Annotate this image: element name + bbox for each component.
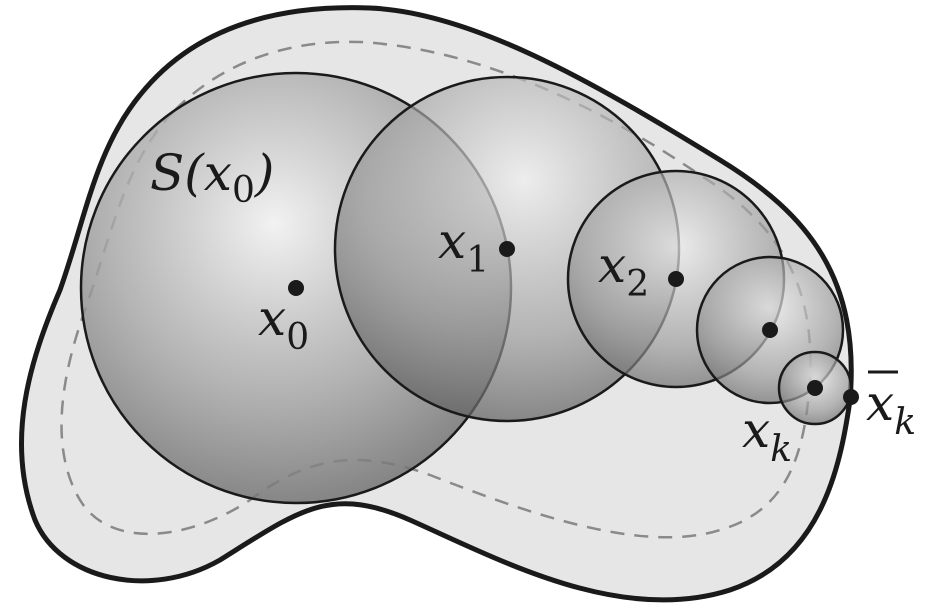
point-xk [807,380,823,396]
label-x2: x2 [598,236,649,305]
label-xk: xk [742,401,792,470]
point-x1 [499,241,515,257]
point-xbar-k [843,389,859,405]
point-x2 [668,271,684,287]
region-label: S(x0) [150,144,274,211]
label-x0: x0 [258,289,309,358]
point-x0 [288,280,304,296]
label-xbar-k: xk [866,374,916,443]
point-x3 [762,322,778,338]
label-x1: x1 [438,212,489,281]
